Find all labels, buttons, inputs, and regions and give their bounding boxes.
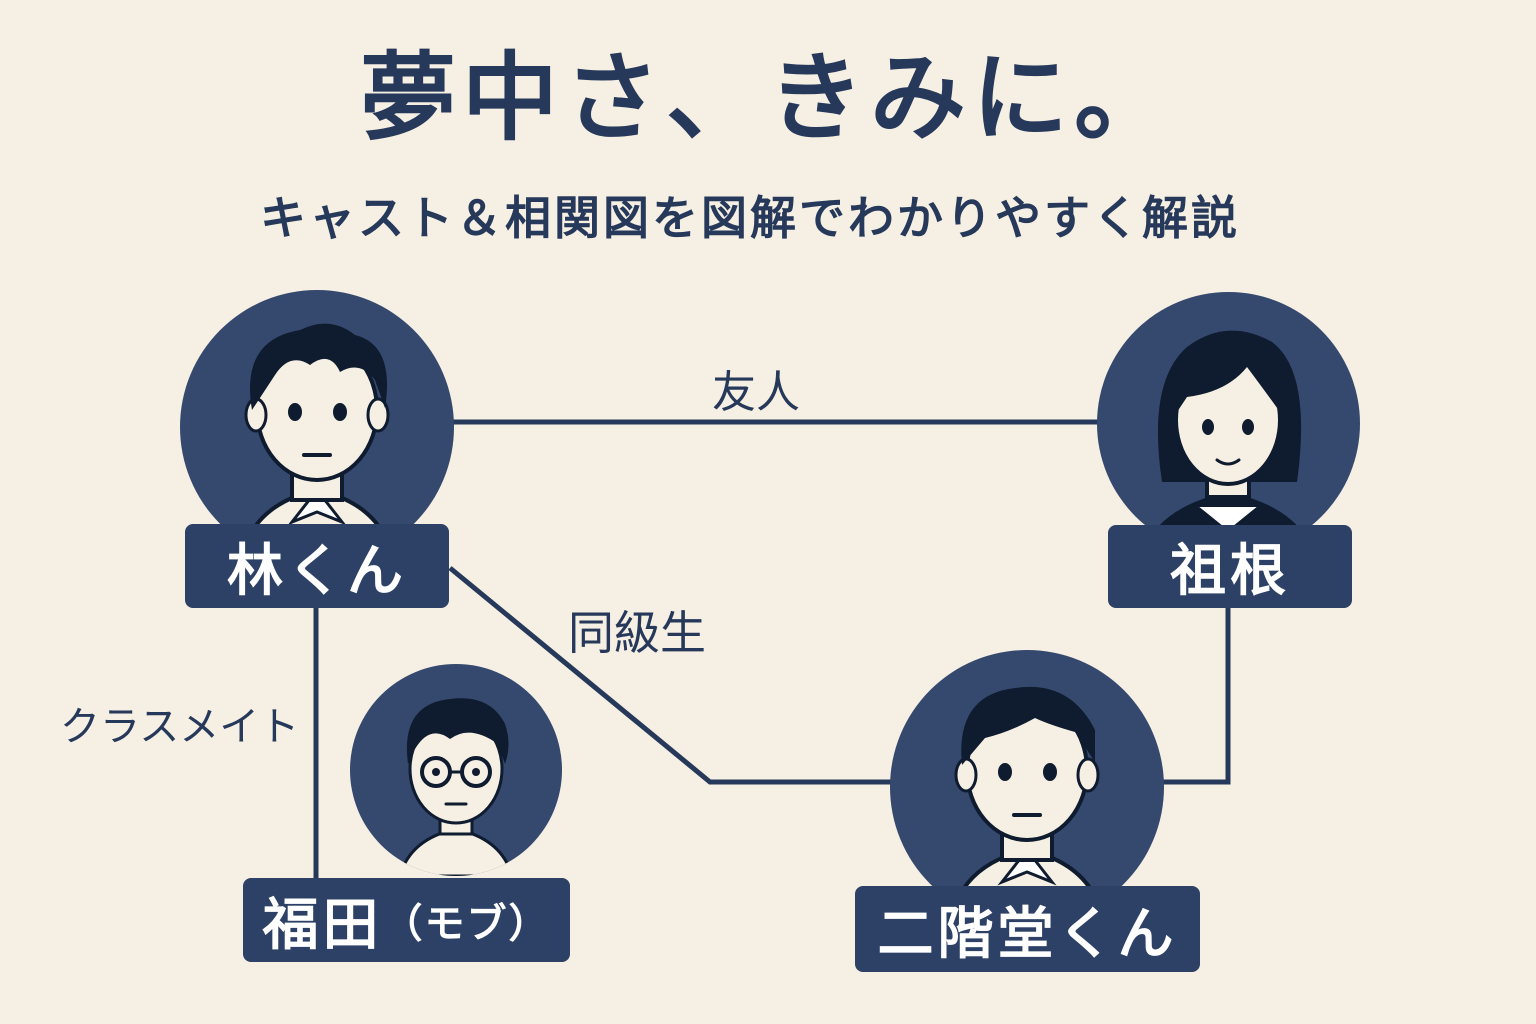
boy-avatar-icon: [947, 686, 1107, 924]
sone-name: 祖根: [1170, 539, 1290, 604]
fukuda-note: （モブ）: [382, 901, 551, 947]
fukuda-name: 福田: [262, 892, 383, 958]
edge-sone-nikaido-line: [1163, 606, 1231, 785]
diagram-subtitle: キャスト＆相関図を図解でわかりやすく解説: [260, 191, 1240, 245]
hayashi-avatar: [180, 290, 454, 564]
hayashi-name: 林くん: [227, 538, 407, 604]
sone-avatar: [1097, 292, 1360, 555]
fukuda-avatar: [350, 664, 562, 876]
edge-label-schoolmate: 同級生: [568, 606, 706, 660]
fukuda-name-label: 福田（モブ）: [243, 878, 570, 962]
glasses-boy-avatar-icon: [398, 698, 514, 876]
edge-label-classmate: クラスメイト: [60, 704, 300, 750]
nikaido-name-label: 二階堂くん: [855, 886, 1200, 972]
edge-schoolmate-line: [448, 566, 893, 785]
nikaido-name: 二階堂くん: [877, 901, 1178, 967]
diagram-title: 夢中さ、きみに。: [360, 42, 1176, 154]
sone-name-label: 祖根: [1108, 525, 1352, 608]
nikaido-avatar: [890, 650, 1164, 924]
boy-avatar-icon: [237, 323, 397, 564]
hayashi-name-label: 林くん: [185, 524, 449, 608]
edge-label-friend: 友人: [712, 367, 800, 418]
girl-avatar-icon: [1142, 330, 1315, 555]
